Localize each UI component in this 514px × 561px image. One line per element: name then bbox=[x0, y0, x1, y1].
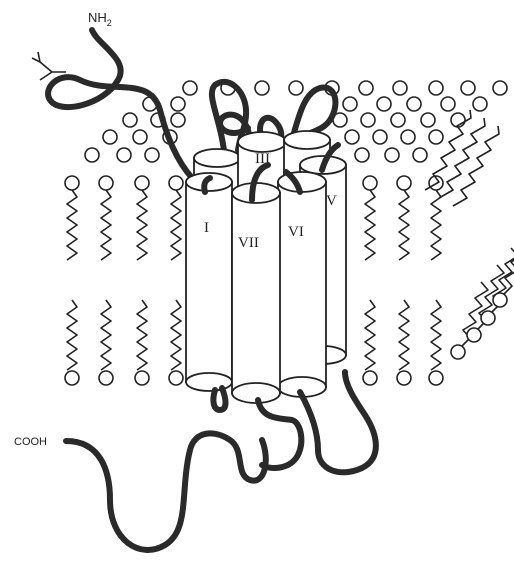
lipid-tail bbox=[365, 300, 375, 370]
lipid-head bbox=[467, 328, 481, 342]
lipid-tail bbox=[101, 300, 111, 370]
lipid-head bbox=[429, 130, 443, 144]
helix-vii-label: VII bbox=[238, 235, 259, 251]
lipid-head bbox=[169, 371, 183, 385]
lipid-head bbox=[493, 81, 507, 95]
lipid-head bbox=[345, 130, 359, 144]
lipid-tail bbox=[137, 190, 147, 260]
lipid-head bbox=[407, 97, 421, 111]
lipid-head bbox=[361, 113, 375, 127]
helix-i: I bbox=[186, 173, 232, 391]
lipid-tail bbox=[431, 300, 441, 370]
lipid-head bbox=[473, 97, 487, 111]
lipid-head bbox=[397, 371, 411, 385]
lipid-head bbox=[135, 371, 149, 385]
lipid-head bbox=[393, 81, 407, 95]
lipid-head bbox=[255, 81, 269, 95]
lipid-head bbox=[391, 113, 405, 127]
lipid-head bbox=[123, 113, 137, 127]
lipid-head bbox=[385, 148, 399, 162]
lipid-tail bbox=[67, 190, 77, 260]
helix-i-label: I bbox=[204, 220, 209, 236]
lipid-tail bbox=[171, 300, 181, 370]
lipid-head bbox=[363, 371, 377, 385]
lipid-head bbox=[183, 81, 197, 95]
lipid-head bbox=[117, 148, 131, 162]
helix-vi-label: VI bbox=[288, 224, 304, 240]
helix-v-label: V bbox=[326, 193, 337, 209]
lipid-head bbox=[421, 113, 435, 127]
helix-group-front: I VI VII bbox=[186, 172, 326, 403]
lipid-head bbox=[451, 345, 465, 359]
lipid-head bbox=[133, 130, 147, 144]
lipid-head bbox=[65, 371, 79, 385]
lipid-tail bbox=[137, 300, 147, 370]
lipid-head bbox=[493, 293, 507, 307]
c-terminus-label: COOH bbox=[14, 436, 47, 448]
lipid-tail bbox=[453, 126, 499, 206]
lipid-head bbox=[169, 176, 183, 190]
lipid-head bbox=[135, 176, 149, 190]
lipid-head bbox=[289, 81, 303, 95]
lipid-head bbox=[429, 371, 443, 385]
lipid-tail bbox=[101, 190, 111, 260]
helix-vi: VI bbox=[278, 172, 326, 397]
lipid-head bbox=[103, 130, 117, 144]
lipid-head bbox=[481, 311, 495, 325]
c-terminal-chain bbox=[66, 433, 266, 550]
lipid-tail bbox=[431, 190, 441, 260]
lipid-head bbox=[363, 176, 377, 190]
lipid-head bbox=[85, 148, 99, 162]
lipid-tail bbox=[399, 300, 409, 370]
lipid-head bbox=[413, 148, 427, 162]
lipid-head bbox=[65, 176, 79, 190]
lipid-tail bbox=[171, 190, 181, 260]
lipid-head bbox=[99, 176, 113, 190]
lipid-tail bbox=[67, 300, 77, 370]
lipid-head bbox=[397, 176, 411, 190]
lipid-head bbox=[461, 81, 475, 95]
lipid-head bbox=[429, 81, 443, 95]
lipid-head bbox=[401, 130, 415, 144]
helix-vii: VII bbox=[232, 183, 280, 403]
lipid-head bbox=[377, 97, 391, 111]
lipid-head bbox=[373, 130, 387, 144]
lipid-head bbox=[99, 371, 113, 385]
lipid-head bbox=[355, 148, 369, 162]
lipid-head bbox=[441, 97, 455, 111]
lipid-head bbox=[171, 97, 185, 111]
lipid-head bbox=[359, 81, 373, 95]
lipid-head bbox=[343, 97, 357, 111]
lipid-head bbox=[171, 113, 185, 127]
lipid-tail bbox=[399, 190, 409, 260]
lipid-tail bbox=[365, 190, 375, 260]
n-terminus-label: NH2 bbox=[88, 10, 112, 28]
lipid-head bbox=[145, 148, 159, 162]
